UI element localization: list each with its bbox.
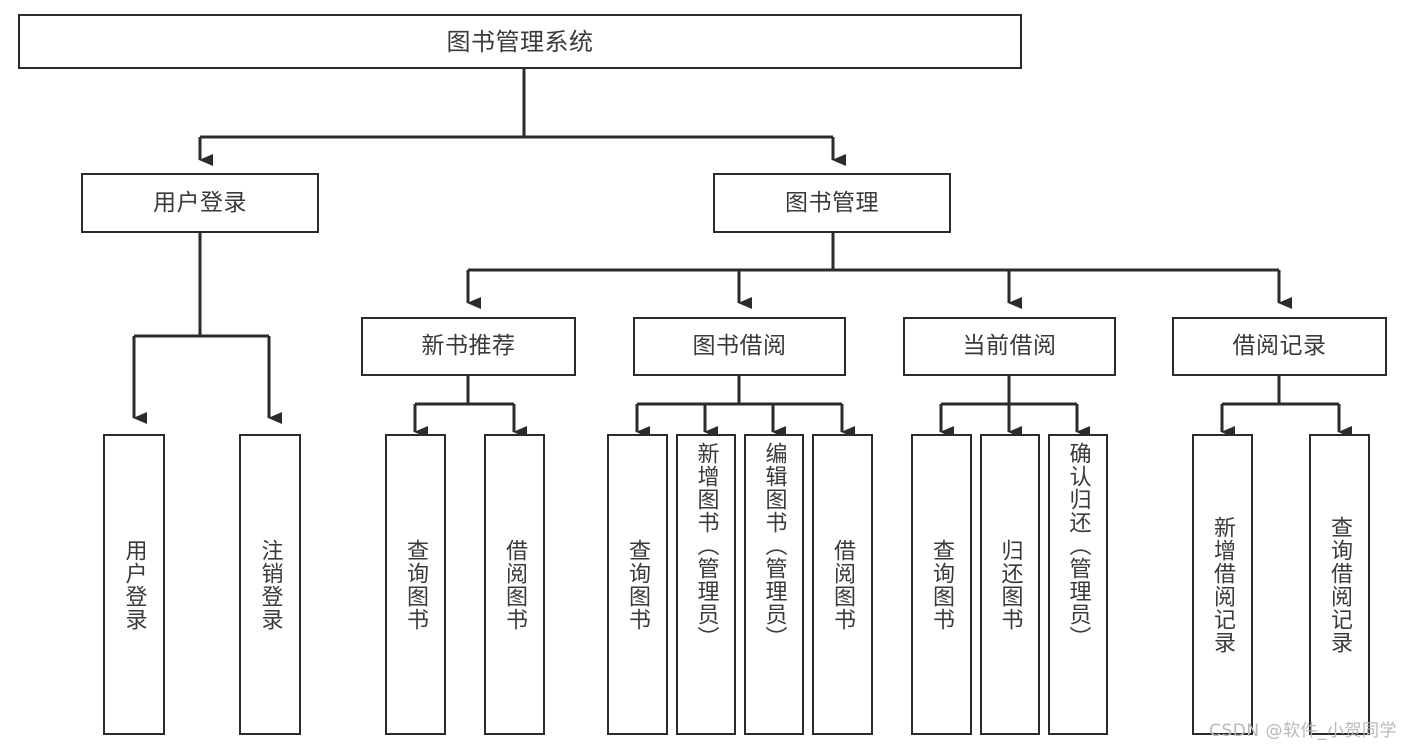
- node-label: 用户登录: [153, 189, 247, 216]
- node-book-management[interactable]: 图书管理: [713, 173, 951, 233]
- node-new-book-recommend[interactable]: 新书推荐: [361, 317, 576, 376]
- leaf-query-book-current[interactable]: 查询图书: [911, 434, 972, 735]
- node-root-book-management-system[interactable]: 图书管理系统: [18, 14, 1022, 69]
- node-label: 注销登录: [257, 538, 283, 631]
- leaf-return-book[interactable]: 归还图书: [980, 434, 1040, 735]
- node-label: 图书借阅: [692, 333, 787, 360]
- leaf-user-login[interactable]: 用户登录: [103, 434, 165, 735]
- node-book-borrow[interactable]: 图书借阅: [633, 317, 846, 376]
- leaf-query-book-recommend[interactable]: 查询图书: [385, 434, 446, 735]
- node-user-login[interactable]: 用户登录: [81, 173, 319, 233]
- node-label: 借阅图书: [830, 538, 856, 631]
- leaf-logout-login[interactable]: 注销登录: [239, 434, 301, 735]
- node-label: 归还图书: [997, 538, 1023, 631]
- node-label: 借阅图书: [502, 538, 528, 631]
- node-label: 查询借阅记录: [1327, 515, 1353, 654]
- node-label: 查询图书: [929, 538, 955, 631]
- csdn-watermark: CSDN @软件_小贺同学: [1209, 721, 1397, 741]
- node-label: 确认归还（管理员）: [1065, 442, 1091, 649]
- leaf-edit-book-admin[interactable]: 编辑图书（管理员）: [744, 434, 804, 735]
- node-label: 图书管理系统: [446, 27, 594, 56]
- leaf-confirm-return-admin[interactable]: 确认归还（管理员）: [1048, 434, 1108, 735]
- node-label: 当前借阅: [962, 333, 1057, 360]
- node-label: 新增借阅记录: [1210, 515, 1236, 654]
- node-current-borrow[interactable]: 当前借阅: [903, 317, 1116, 376]
- leaf-query-borrow-record[interactable]: 查询借阅记录: [1309, 434, 1370, 735]
- node-borrow-record[interactable]: 借阅记录: [1172, 317, 1387, 376]
- leaf-add-book-admin[interactable]: 新增图书（管理员）: [676, 434, 736, 735]
- node-label: 编辑图书（管理员）: [761, 442, 787, 649]
- node-label: 新书推荐: [421, 333, 516, 360]
- leaf-add-borrow-record[interactable]: 新增借阅记录: [1192, 434, 1253, 735]
- leaf-borrow-book[interactable]: 借阅图书: [812, 434, 873, 735]
- node-label: 新增图书（管理员）: [693, 442, 719, 649]
- leaf-query-book-borrow[interactable]: 查询图书: [607, 434, 668, 735]
- leaf-borrow-book-recommend[interactable]: 借阅图书: [484, 434, 545, 735]
- node-label: 借阅记录: [1232, 333, 1327, 360]
- node-label: 用户登录: [121, 538, 147, 631]
- node-label: 查询图书: [403, 538, 429, 631]
- node-label: 图书管理: [785, 189, 879, 216]
- node-label: 查询图书: [625, 538, 651, 631]
